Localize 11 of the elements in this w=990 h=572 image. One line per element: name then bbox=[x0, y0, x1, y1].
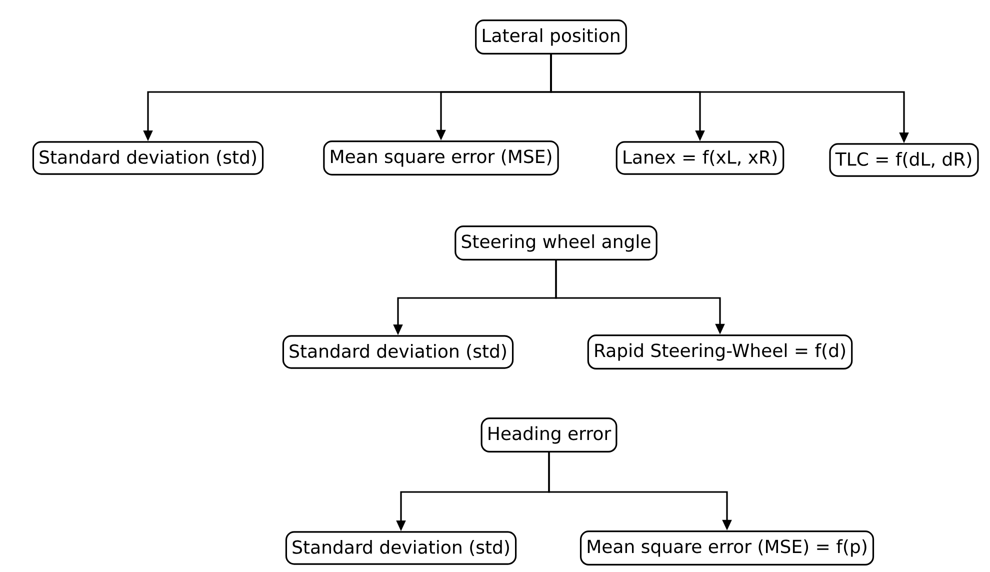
label-box: TLC = f(dL, dR) bbox=[829, 143, 979, 177]
label-box: Lanex = f(xL, xR) bbox=[616, 141, 784, 175]
label-box: Heading error bbox=[480, 418, 618, 453]
label-box: Steering wheel angle bbox=[454, 226, 658, 261]
label-box: Mean square error (MSE) = f(p) bbox=[580, 530, 874, 566]
label-box: Lateral position bbox=[475, 20, 627, 55]
label-box: Standard deviation (std) bbox=[282, 335, 514, 369]
label-box: Standard deviation (std) bbox=[285, 531, 517, 565]
label-box: Standard deviation (std) bbox=[32, 141, 264, 175]
label-box: Mean square error (MSE) bbox=[323, 140, 559, 176]
label-box: Rapid Steering-Wheel = f(d) bbox=[587, 334, 853, 370]
